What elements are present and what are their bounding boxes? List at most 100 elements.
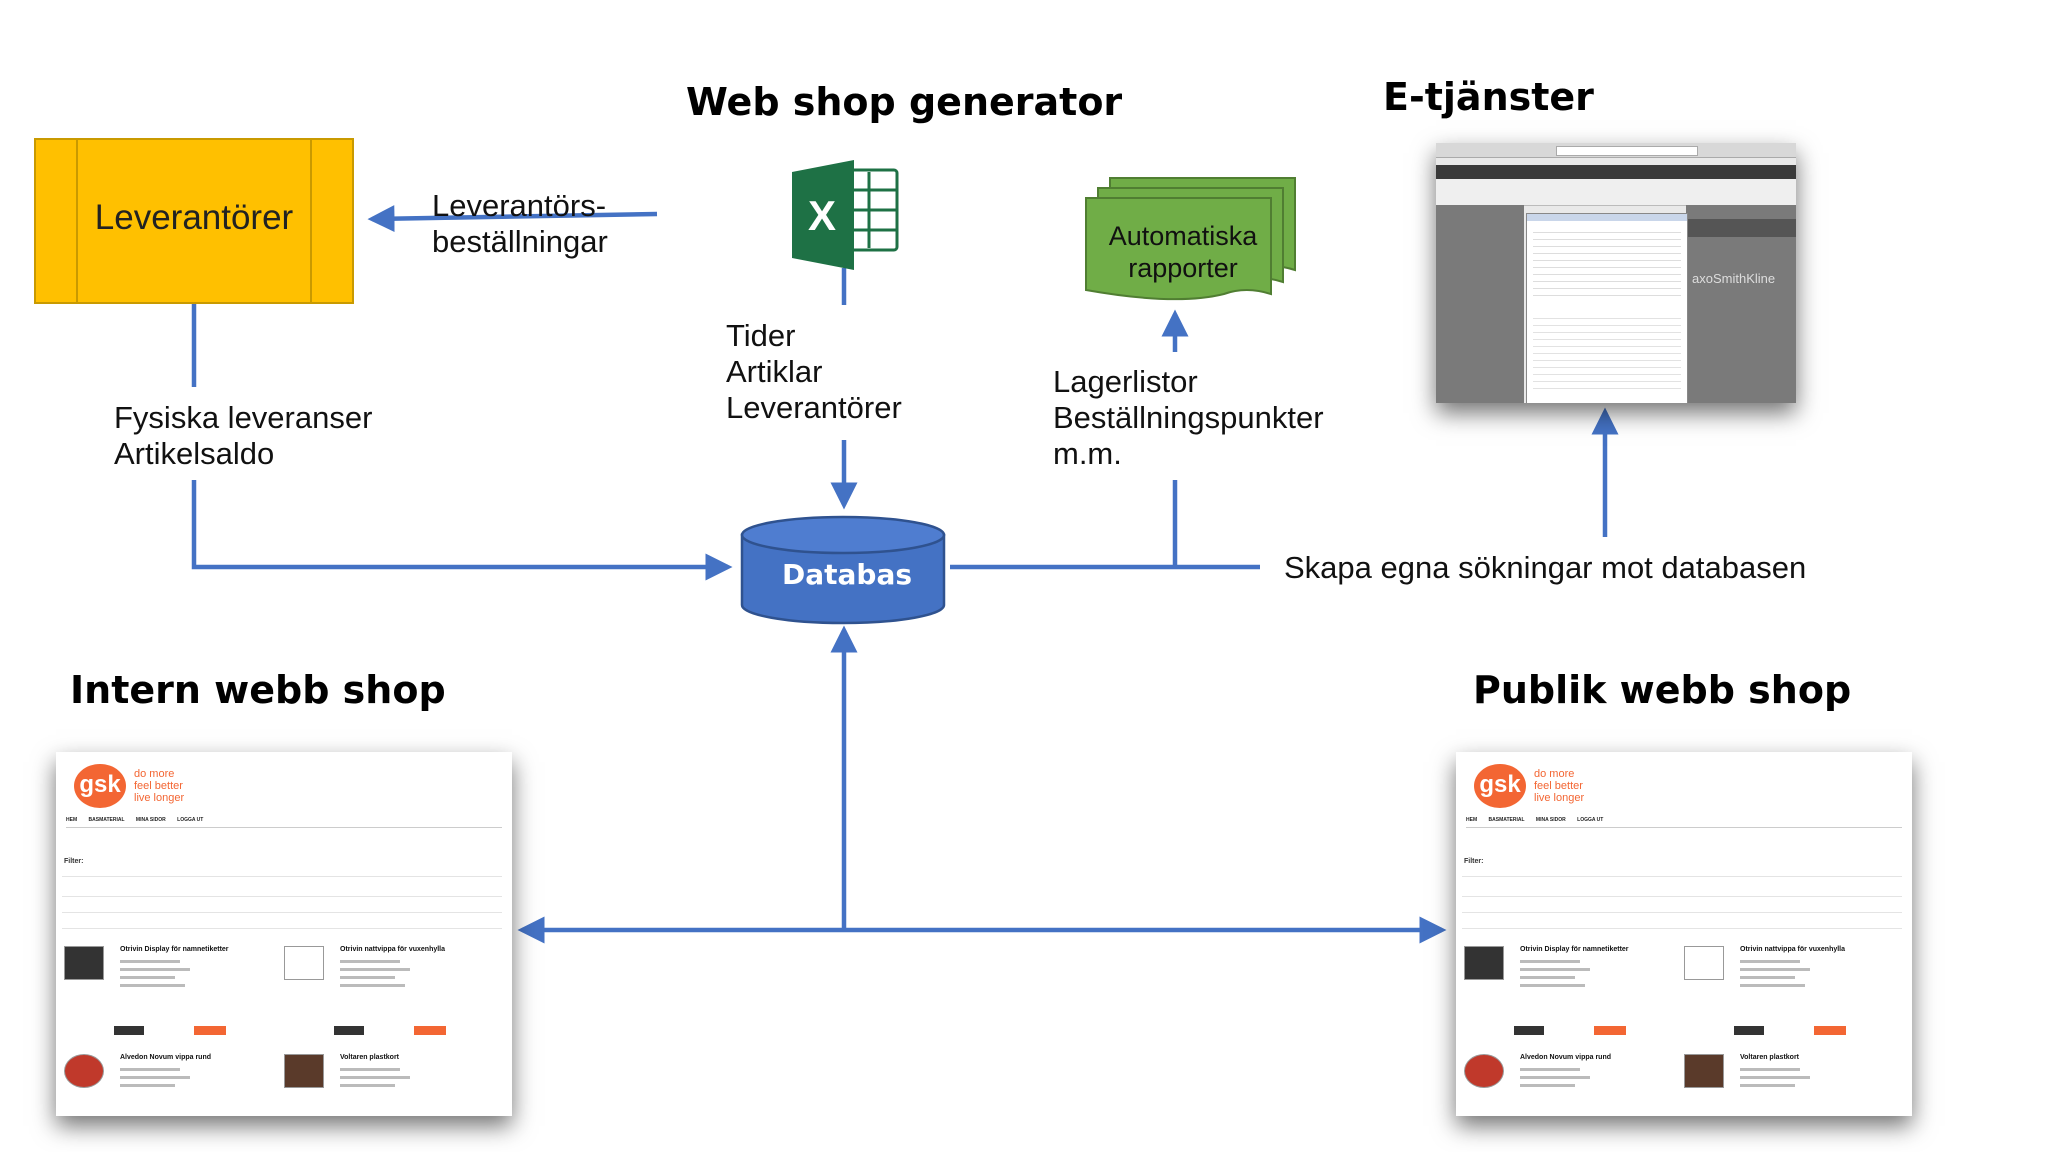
- intern-webbshop-screenshot: gsk do more feel better live longer HEM …: [56, 752, 512, 1116]
- product-meta: [340, 984, 405, 987]
- product-card[interactable]: Voltaren plastkort: [1684, 1054, 1894, 1116]
- e-tjanster-screenshot: axoSmithKline: [1436, 143, 1796, 403]
- product-title[interactable]: Otrivin nattvippa för vuxenhylla: [1740, 946, 1846, 953]
- box-divider-left: [76, 140, 78, 302]
- product-meta: [340, 976, 395, 979]
- nav-hem[interactable]: HEM: [1466, 817, 1478, 823]
- product-meta: [1740, 1076, 1810, 1079]
- filter-row: [1462, 896, 1902, 897]
- nav-logga-ut[interactable]: LOGGA UT: [1577, 817, 1604, 823]
- product-thumbnail: [1684, 1054, 1724, 1088]
- label-fysiska-line2: Artikelsaldo: [114, 436, 275, 471]
- product-meta: [1740, 976, 1795, 979]
- publik-webbshop-screenshot: gsk do more feel better live longer HEM …: [1456, 752, 1912, 1116]
- slogan-line1: do more: [134, 768, 175, 780]
- product-title[interactable]: Otrivin nattvippa för vuxenhylla: [340, 946, 446, 953]
- nav-mina-sidor[interactable]: MINA SIDOR: [135, 817, 166, 823]
- lagg-till-button[interactable]: [1594, 1026, 1626, 1035]
- product-meta: [120, 968, 190, 971]
- product-title[interactable]: Otrivin Display för namnetiketter: [120, 946, 229, 953]
- mer-info-button[interactable]: [1514, 1026, 1544, 1035]
- product-thumbnail: [1464, 1054, 1504, 1088]
- product-title[interactable]: Otrivin Display för namnetiketter: [1520, 946, 1629, 953]
- product-meta: [340, 968, 410, 971]
- nav-basmaterial[interactable]: BASMATERIAL: [88, 817, 125, 823]
- product-card[interactable]: Otrivin nattvippa för vuxenhylla: [284, 946, 494, 1036]
- product-card[interactable]: Otrivin Display för namnetiketter: [64, 946, 274, 1036]
- shop-navbar: HEM BASMATERIAL MINA SIDOR LOGGA UT: [1466, 817, 1902, 828]
- leverantorer-box: Leverantörer: [34, 138, 354, 304]
- nav-hem[interactable]: HEM: [66, 817, 78, 823]
- right-panel-header: [1686, 219, 1796, 237]
- label-lagerlistor: Lagerlistor Beställningspunkter m.m.: [1053, 364, 1324, 472]
- product-meta: [120, 1076, 190, 1079]
- title-intern-webb-shop: Intern webb shop: [70, 668, 446, 712]
- leverantorer-label: Leverantörer: [94, 198, 294, 237]
- product-meta: [1520, 968, 1590, 971]
- product-meta: [120, 984, 185, 987]
- product-meta: [120, 960, 180, 963]
- label-tider: Tider Artiklar Leverantörer: [726, 318, 902, 426]
- product-meta: [1740, 1068, 1800, 1071]
- product-meta: [1520, 1068, 1580, 1071]
- nav-mina-sidor[interactable]: MINA SIDOR: [1535, 817, 1566, 823]
- product-title[interactable]: Alvedon Novum vippa rund: [120, 1054, 212, 1061]
- label-tider-line2: Artiklar: [726, 354, 823, 389]
- product-meta: [1740, 960, 1800, 963]
- product-title[interactable]: Alvedon Novum vippa rund: [1520, 1054, 1612, 1061]
- title-publik-webb-shop: Publik webb shop: [1473, 668, 1852, 712]
- filter-label: Filter:: [64, 858, 84, 865]
- nav-logga-ut[interactable]: LOGGA UT: [177, 817, 204, 823]
- slogan-line1: do more: [1534, 768, 1575, 780]
- arrow-bestallningar: [367, 205, 658, 233]
- product-meta: [1520, 984, 1585, 987]
- svg-text:X: X: [808, 192, 836, 239]
- filter-row: [1462, 876, 1902, 877]
- slogan-line3: live longer: [134, 792, 185, 804]
- product-meta: [120, 1084, 175, 1087]
- filter-row: [1462, 928, 1902, 929]
- product-card[interactable]: Voltaren plastkort: [284, 1054, 494, 1116]
- dialog-result-table: [1533, 312, 1681, 392]
- product-meta: [1740, 984, 1805, 987]
- filter-row: [1462, 912, 1902, 913]
- product-thumbnail: [1464, 946, 1504, 980]
- lagg-till-button[interactable]: [414, 1026, 446, 1035]
- product-card[interactable]: Alvedon Novum vippa rund: [1464, 1054, 1674, 1116]
- filter-row: [62, 876, 502, 877]
- label-lagerlistor-line2: Beställningspunkter: [1053, 400, 1324, 435]
- product-card[interactable]: Otrivin Display för namnetiketter: [1464, 946, 1674, 1036]
- mer-info-button[interactable]: [1734, 1026, 1764, 1035]
- product-thumbnail: [284, 1054, 324, 1088]
- slogan-line2: feel better: [134, 780, 183, 792]
- product-meta: [340, 960, 400, 963]
- title-e-tjanster: E-tjänster: [1383, 75, 1594, 119]
- product-thumbnail: [64, 1054, 104, 1088]
- filter-row: [62, 928, 502, 929]
- lagg-till-button[interactable]: [194, 1026, 226, 1035]
- product-thumbnail: [284, 946, 324, 980]
- lagg-till-button[interactable]: [1814, 1026, 1846, 1035]
- product-meta: [340, 1068, 400, 1071]
- mer-info-button[interactable]: [114, 1026, 144, 1035]
- product-card[interactable]: Alvedon Novum vippa rund: [64, 1054, 274, 1116]
- product-title[interactable]: Voltaren plastkort: [340, 1054, 399, 1061]
- mer-info-button[interactable]: [334, 1026, 364, 1035]
- label-lagerlistor-line1: Lagerlistor: [1053, 364, 1198, 399]
- dialog-form: [1533, 226, 1681, 296]
- tree-panel: [1436, 205, 1524, 403]
- gsk-logo: gsk: [1474, 764, 1526, 808]
- filter-row: [62, 912, 502, 913]
- product-meta: [120, 976, 175, 979]
- product-title[interactable]: Voltaren plastkort: [1740, 1054, 1799, 1061]
- product-meta: [1520, 960, 1580, 963]
- box-divider-right: [310, 140, 312, 302]
- filter-row: [62, 896, 502, 897]
- product-meta: [340, 1076, 410, 1079]
- filter-label: Filter:: [1464, 858, 1484, 865]
- nav-basmaterial[interactable]: BASMATERIAL: [1488, 817, 1525, 823]
- product-meta: [1520, 1084, 1575, 1087]
- slogan-line2: feel better: [1534, 780, 1583, 792]
- product-card[interactable]: Otrivin nattvippa för vuxenhylla: [1684, 946, 1894, 1036]
